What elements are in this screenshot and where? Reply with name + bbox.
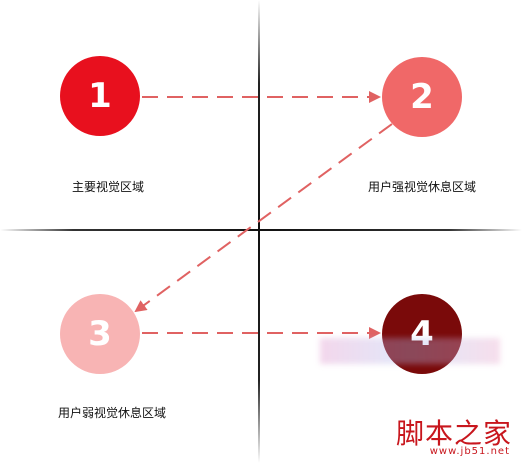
vertical-axis	[258, 0, 260, 463]
quadrant-2-label: 用户强视觉休息区域	[368, 180, 477, 194]
arrow-2-to-3	[134, 123, 393, 313]
quadrant-3-label: 用户弱视觉休息区域	[58, 406, 167, 420]
site-url-watermark: www.jb51.net	[429, 446, 510, 457]
site-logo-watermark: 脚本之家	[395, 417, 512, 450]
quadrant-2-circle: 2	[382, 57, 462, 137]
quadrant-1-circle: 1	[60, 56, 140, 136]
blurred-watermark-banner	[320, 338, 500, 364]
horizontal-axis	[0, 229, 522, 231]
quadrant-4-circle: 4	[382, 294, 462, 374]
quadrant-1-label: 主要视觉区域	[72, 180, 145, 194]
quadrant-3-circle: 3	[60, 294, 140, 374]
